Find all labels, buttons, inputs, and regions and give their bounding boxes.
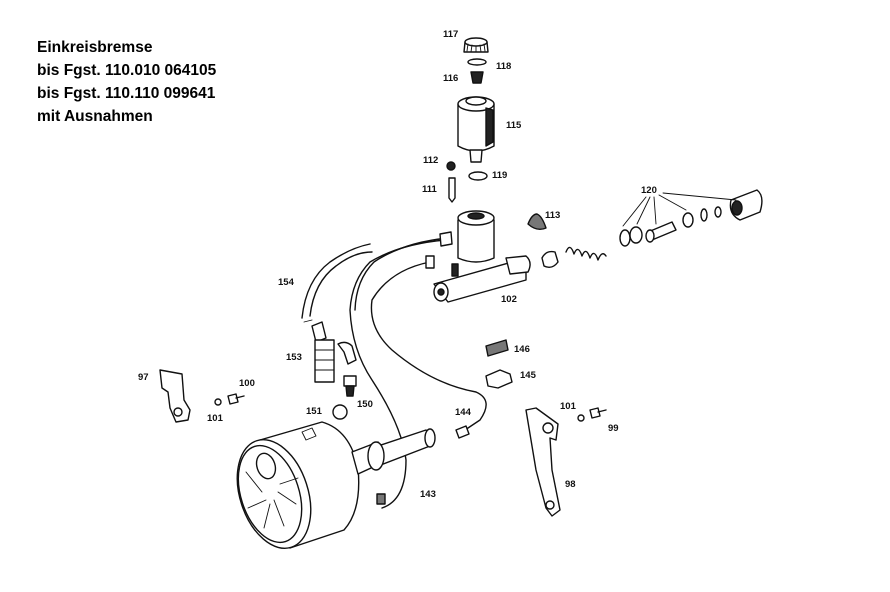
brake-line-143 xyxy=(349,231,453,509)
part-153-hose-fitting xyxy=(311,321,357,383)
callout-101-right: 101 xyxy=(560,401,577,412)
callout-146: 146 xyxy=(514,344,530,355)
callout-99: 99 xyxy=(608,423,619,434)
part-99-bolt xyxy=(589,407,607,419)
part-146-clip xyxy=(485,339,509,357)
callout-153: 153 xyxy=(286,352,302,363)
callout-116: 116 xyxy=(443,73,458,84)
part-118-gasket xyxy=(467,58,487,66)
part-151-seal xyxy=(332,404,348,420)
callout-151: 151 xyxy=(306,406,323,417)
title-line-1: Einkreisbremse xyxy=(37,39,153,56)
part-119-seal xyxy=(468,171,488,181)
callout-102: 102 xyxy=(501,294,517,305)
part-98-bracket xyxy=(525,407,561,517)
part-113-boot xyxy=(527,213,547,231)
callout-112: 112 xyxy=(423,155,438,166)
callout-100: 100 xyxy=(239,378,255,389)
part-116-strainer xyxy=(470,71,484,84)
diagram-title: Einkreisbremse bis Fgst. 110.010 064105 … xyxy=(37,36,216,128)
part-112-nut xyxy=(446,161,456,171)
part-120-pushrod-assembly xyxy=(541,189,763,269)
part-101-washer-b xyxy=(577,414,585,422)
brake-line-144 xyxy=(370,255,487,439)
title-line-3: bis Fgst. 110.110 099641 xyxy=(37,85,216,102)
callout-144: 144 xyxy=(455,407,472,418)
callout-labels: 117 118 116 115 112 119 111 113 120 102 … xyxy=(138,29,657,500)
brake-booster xyxy=(236,421,436,549)
title-line-4: mit Ausnahmen xyxy=(37,108,153,125)
part-145-bracket xyxy=(485,369,513,389)
callout-113: 113 xyxy=(545,210,560,221)
part-102-master-cylinder xyxy=(433,210,531,303)
callout-117: 117 xyxy=(443,29,458,40)
callout-119: 119 xyxy=(492,170,507,181)
part-115-reservoir xyxy=(457,96,495,163)
callout-120: 120 xyxy=(641,185,657,196)
part-154-hose xyxy=(301,243,373,319)
part-97-bracket xyxy=(159,369,191,423)
part-117-reservoir-cap xyxy=(463,37,489,53)
callout-98: 98 xyxy=(565,479,576,490)
title-line-2: bis Fgst. 110.010 064105 xyxy=(37,62,217,79)
callout-143: 143 xyxy=(420,489,436,500)
callout-145: 145 xyxy=(520,370,537,381)
brake-line-143-fitting xyxy=(376,493,386,505)
callout-97: 97 xyxy=(138,372,149,383)
callout-118: 118 xyxy=(496,61,511,72)
callout-150: 150 xyxy=(357,399,373,410)
callout-101-left: 101 xyxy=(207,413,224,424)
callout-111: 111 xyxy=(422,184,438,195)
part-100-bolt xyxy=(227,393,245,405)
part-101-washer xyxy=(214,398,222,406)
part-111-bleeder xyxy=(448,177,456,203)
callout-115: 115 xyxy=(506,120,522,131)
part-150-fitting xyxy=(343,375,357,397)
callout-154: 154 xyxy=(278,277,295,288)
